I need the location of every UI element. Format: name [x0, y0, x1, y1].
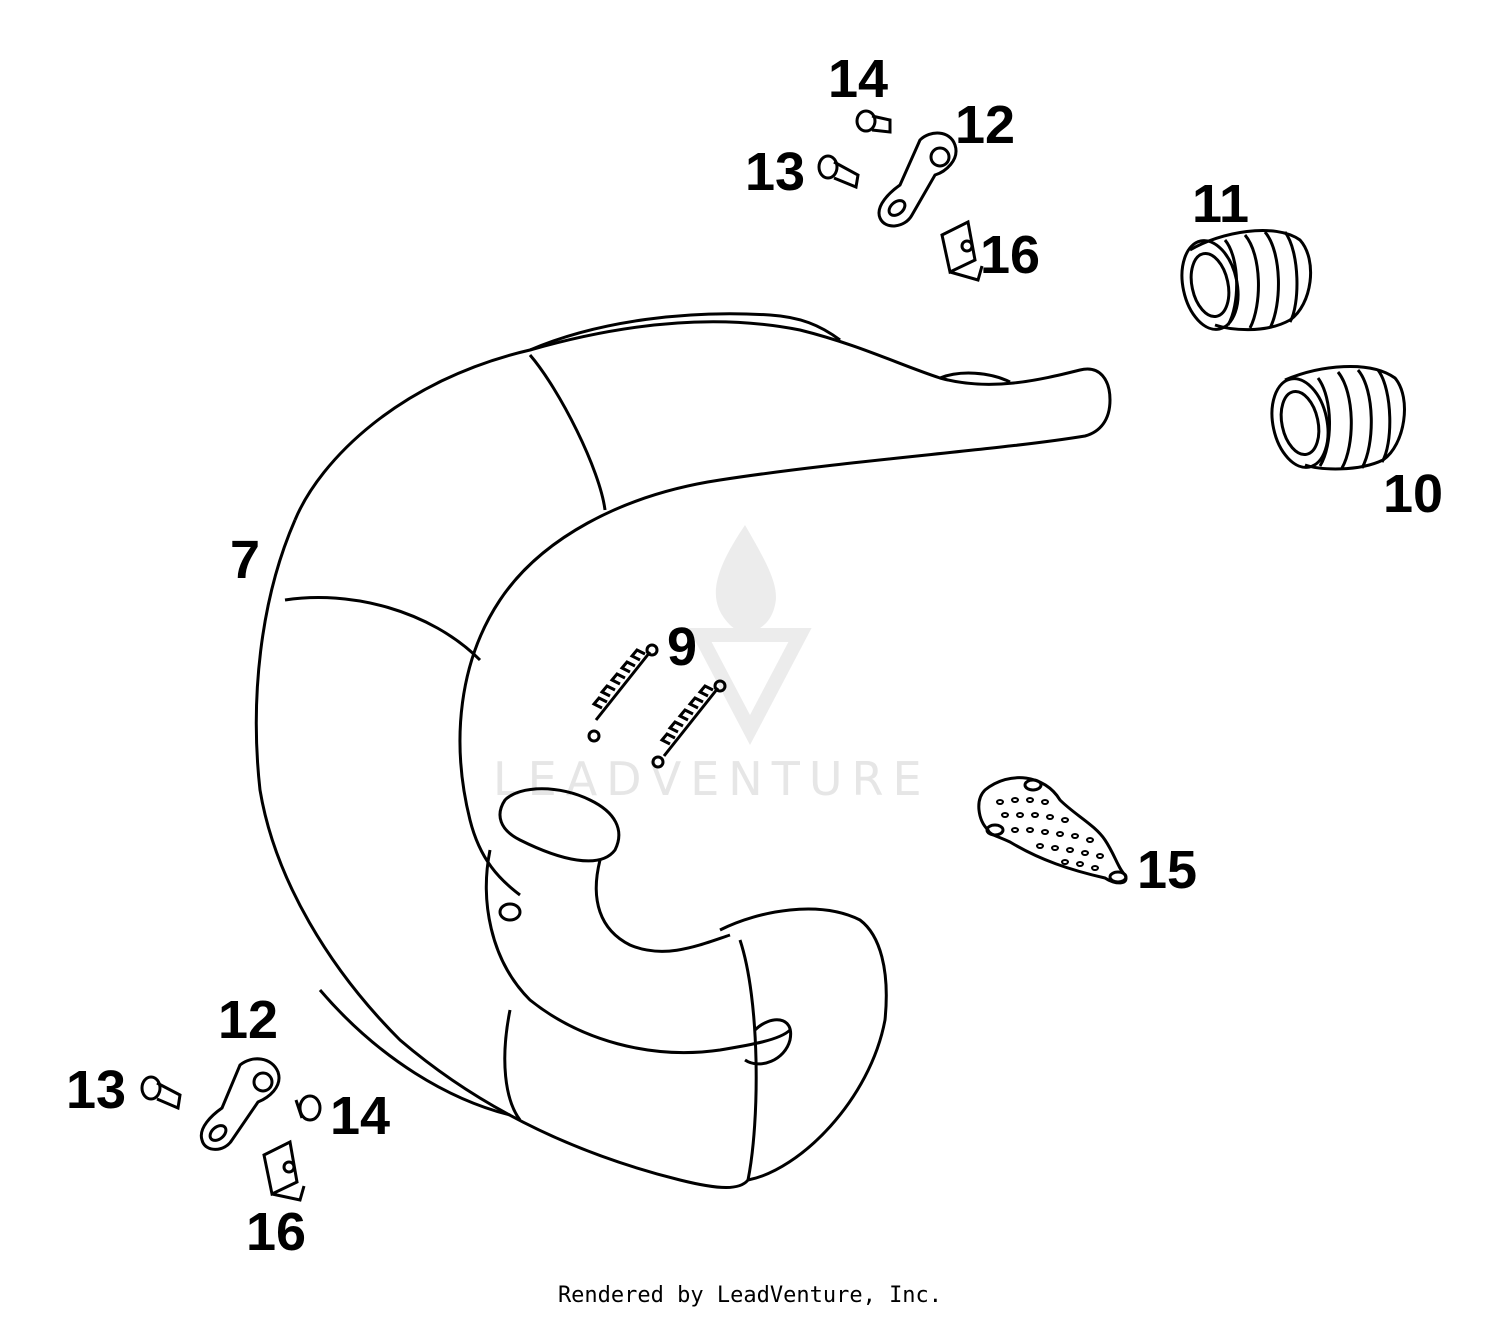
callout-7: 7: [230, 530, 260, 590]
pipe-guard-part: [254, 312, 1112, 1189]
bracket-part: [877, 131, 958, 228]
bolt-part: [855, 109, 892, 134]
watermark-text: LEADVENTURE: [493, 752, 931, 806]
clip-nut-part: [940, 219, 984, 282]
footer-credit: Rendered by LeadVenture, Inc.: [557, 1283, 943, 1308]
grommet-part: [1270, 364, 1406, 471]
callout-13-top: 13: [745, 142, 805, 202]
spring-part: [651, 679, 727, 769]
callout-12-top: 12: [955, 95, 1015, 155]
callout-16-top: 16: [980, 225, 1040, 285]
callout-15: 15: [1137, 840, 1197, 900]
callout-16-bottom: 16: [246, 1202, 306, 1262]
callout-12-bottom: 12: [218, 990, 278, 1050]
callout-9: 9: [667, 617, 697, 677]
bolt-part: [294, 1094, 322, 1122]
clip-nut-part: [262, 1139, 306, 1202]
heat-shield-part: [977, 776, 1128, 885]
bolt-part: [817, 154, 860, 190]
callout-13-bottom: 13: [66, 1060, 126, 1120]
grommet-part: [1180, 229, 1313, 332]
callout-14-top: 14: [828, 49, 888, 109]
callout-11: 11: [1192, 174, 1249, 234]
watermark-logo: [688, 525, 812, 746]
bracket-part: [199, 1057, 281, 1151]
callout-14-bottom: 14: [330, 1086, 390, 1146]
bolt-part: [140, 1075, 182, 1111]
spring-part: [587, 643, 659, 743]
callout-10: 10: [1383, 464, 1443, 524]
